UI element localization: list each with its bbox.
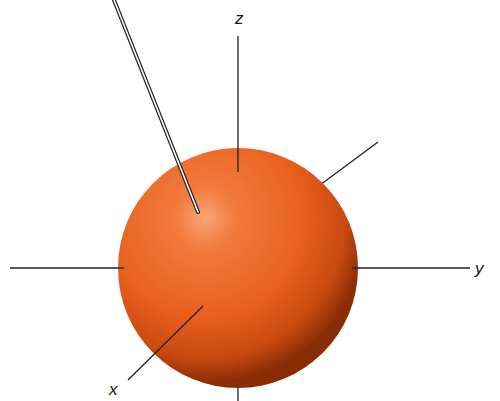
x-axis-back (320, 142, 378, 185)
pointer-line (114, 0, 198, 212)
y-axis-label: y (475, 260, 484, 277)
sphere (118, 148, 358, 388)
x-axis-label: x (109, 381, 118, 398)
y-axis-edge (352, 267, 358, 268)
y-axis-left (10, 267, 130, 268)
x-axis-front (128, 306, 203, 380)
pointer-line-core (114, 0, 198, 212)
y-axis-edge (118, 267, 124, 268)
y-axis-right (345, 267, 470, 268)
z-axis-label: z (235, 10, 244, 27)
z-axis-front (237, 148, 238, 172)
